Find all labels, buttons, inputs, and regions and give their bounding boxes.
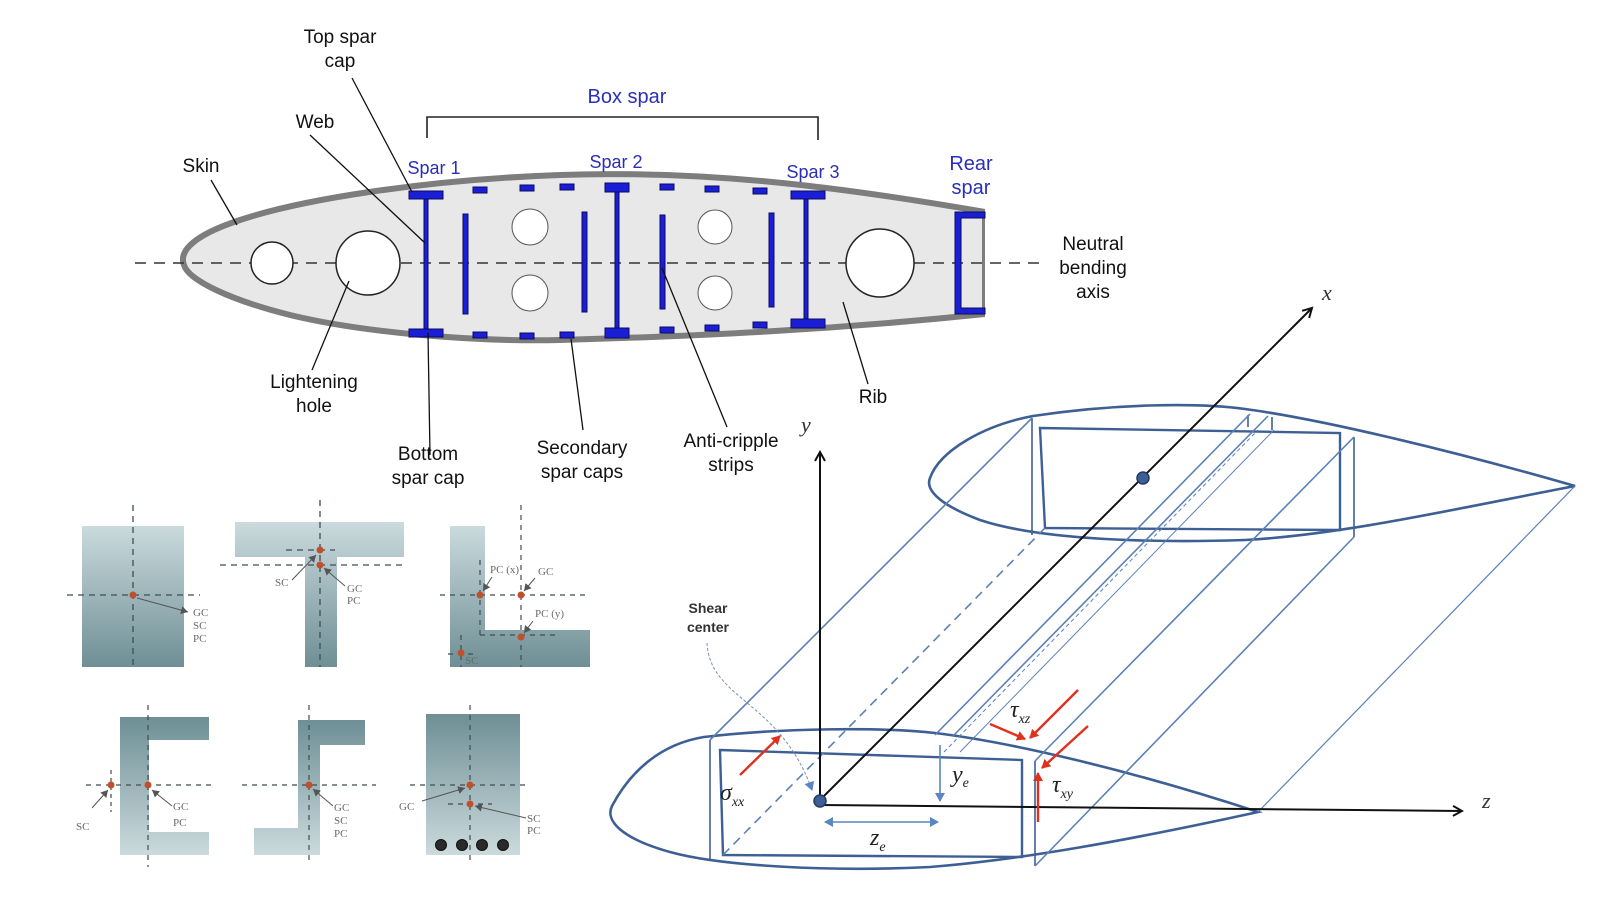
label-lightening-hole-1: Lightening	[270, 372, 358, 393]
lightening-hole	[697, 209, 733, 245]
angle-label-sc: SC	[465, 655, 478, 667]
label-box-spar: Box spar	[588, 86, 667, 108]
x-axis	[819, 308, 1312, 801]
label-z-axis: z	[1481, 788, 1491, 813]
cross-sections: GC SC PC SC GC PC	[67, 500, 590, 867]
tee-label-gc: GC	[347, 583, 362, 595]
label-shear-center-2: center	[687, 619, 730, 635]
rear-webs	[1031, 415, 1355, 537]
section-channel: SC GC PC	[76, 705, 214, 867]
lightening-hole	[845, 228, 915, 298]
label-spar-1: Spar 1	[407, 158, 460, 178]
label-bottom-spar-cap-1: Bottom	[398, 444, 458, 465]
tau-xz-arrow-2	[1029, 689, 1079, 739]
shear-center-leader	[706, 642, 815, 791]
lightening-hole	[250, 241, 294, 285]
section-zee: GC SC PC	[242, 705, 376, 865]
label-shear-center-1: Shear	[689, 600, 728, 616]
channel-label-gc: GC	[173, 801, 188, 813]
channel-label-pc: PC	[173, 817, 186, 829]
section-rectangle: GC SC PC	[67, 505, 208, 667]
box-spar-bracket	[426, 116, 819, 140]
lightening-hole	[511, 208, 549, 246]
tee-label-sc: SC	[275, 577, 288, 589]
label-anti-cripple-1: Anti-cripple	[683, 431, 778, 452]
label-rear-spar-2: spar	[952, 177, 991, 199]
secondary-spar-caps	[472, 183, 768, 340]
tau-xz-arrow-1	[989, 722, 1026, 741]
angle-label-pc-y: PC (y)	[535, 608, 564, 620]
angle-label-pc-x: PC (x)	[490, 564, 519, 576]
label-rib: Rib	[859, 387, 888, 408]
label-neutral-axis-1: Neutral	[1062, 234, 1123, 255]
rect-label-pc: PC	[193, 633, 206, 645]
label-rear-spar: Rear	[949, 153, 993, 175]
label-y-axis: y	[799, 412, 811, 437]
label-sigma-xx: σxx	[720, 780, 745, 810]
channel-label-sc: SC	[76, 821, 89, 833]
rear-airfoil	[927, 403, 1576, 543]
label-web: Web	[296, 112, 335, 133]
rect-label-sc: SC	[193, 620, 206, 632]
angle-label-gc: GC	[538, 566, 553, 578]
airfoil-rib-section: Top spar cap Web Skin Box spar Spar 1 Sp…	[135, 27, 1127, 489]
label-bottom-spar-cap-2: spar cap	[392, 468, 465, 489]
label-neutral-axis-2: bending	[1059, 258, 1127, 279]
shear-center-point-rear	[1136, 471, 1150, 485]
label-skin: Skin	[183, 156, 220, 177]
reinforced-label-pc: PC	[527, 825, 540, 837]
label-lightening-hole-2: hole	[296, 396, 332, 417]
label-spar-2: Spar 2	[589, 152, 642, 172]
zee-label-pc: PC	[334, 828, 347, 840]
rebar-bars	[435, 839, 509, 851]
rear-spar-channel	[954, 211, 986, 315]
label-secondary-spar-caps-2: spar caps	[541, 462, 623, 483]
spar-2-i-beam	[604, 182, 630, 339]
spar-1-i-beam	[408, 190, 444, 338]
tau-xy-arrow-1	[1041, 725, 1089, 769]
front-airfoil	[609, 727, 1263, 871]
sigma-xx-arrow	[739, 735, 781, 776]
label-anti-cripple-2: strips	[708, 455, 753, 476]
z-axis	[819, 804, 1462, 811]
label-top-spar-cap-2: cap	[325, 51, 356, 72]
label-spar-3: Spar 3	[786, 162, 839, 182]
shear-center-point-front	[813, 794, 827, 808]
section-tee: SC GC PC	[220, 500, 405, 667]
wing-3d-diagram: Shear center x y z σxx τxz τxy ye ze	[609, 280, 1576, 871]
lightening-hole	[511, 274, 549, 312]
anti-cripple-strips	[462, 211, 775, 315]
leader-lines	[210, 77, 869, 456]
label-top-spar-cap: Top spar	[304, 27, 378, 48]
tee-label-pc: PC	[347, 595, 360, 607]
label-tau-xy: τxy	[1052, 772, 1074, 802]
reinforced-label-gc: GC	[399, 801, 414, 813]
section-reinforced: GC SC PC	[399, 705, 540, 865]
lightening-hole	[697, 275, 733, 311]
label-tau-xz: τxz	[1010, 697, 1031, 727]
zee-label-sc: SC	[334, 815, 347, 827]
reinforced-label-sc: SC	[527, 813, 540, 825]
section-angle: PC (x) GC PC (y) SC	[440, 505, 590, 667]
label-secondary-spar-caps-1: Secondary	[537, 438, 628, 459]
label-ze: ze	[869, 825, 886, 855]
longitudinal-lines	[709, 413, 1576, 867]
rect-label-gc: GC	[193, 607, 208, 619]
label-ye: ye	[950, 762, 969, 791]
zee-label-gc: GC	[334, 802, 349, 814]
label-neutral-axis-3: axis	[1076, 282, 1110, 303]
label-x-axis: x	[1321, 280, 1332, 305]
lightening-hole	[335, 230, 401, 296]
spar-3-i-beam	[790, 190, 826, 329]
